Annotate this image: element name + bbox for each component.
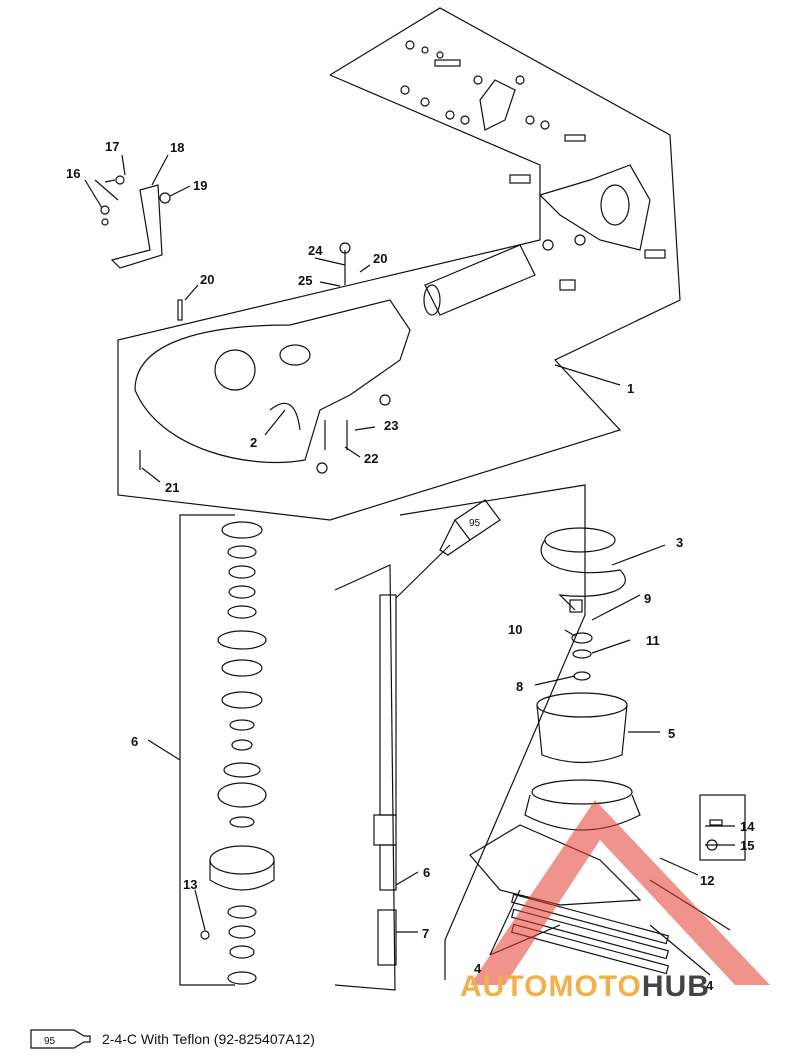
callout-25: 25 <box>298 273 312 288</box>
callout-4-left: 4 <box>474 961 482 976</box>
callout-12: 12 <box>700 873 714 888</box>
callout-23: 23 <box>384 418 398 433</box>
bearing-stack <box>200 521 275 985</box>
callout-15: 15 <box>740 838 754 853</box>
bearing-stack-outline <box>179 514 235 986</box>
driveshaft-outline <box>334 564 396 991</box>
impeller-hardware <box>571 632 593 681</box>
callout-6-stack: 6 <box>131 734 138 749</box>
callout-3: 3 <box>676 535 683 550</box>
legend: 95 2-4-C With Teflon (92-825407A12) <box>30 1026 315 1052</box>
wear-ring <box>536 692 628 764</box>
steering-arm <box>509 164 666 291</box>
callout-14: 14 <box>740 819 755 834</box>
watermark-logo: AUTOMOTOHUB <box>460 970 790 1020</box>
callout-22: 22 <box>364 451 378 466</box>
watermark-text-part1: AUTOMOTO <box>460 970 642 1003</box>
callout-24: 24 <box>308 243 323 258</box>
callout-9: 9 <box>644 591 651 606</box>
callout-11: 11 <box>646 633 660 648</box>
watermark-text-part2: HUB <box>641 970 710 1003</box>
callout-21: 21 <box>165 480 179 495</box>
legend-tube-label: 95 <box>44 1036 56 1047</box>
callout-labels: 1 2 3 4 4 5 6 6 7 8 9 10 11 12 13 14 15 … <box>66 139 755 993</box>
callout-16: 16 <box>66 166 80 181</box>
callout-2: 2 <box>250 435 257 450</box>
pump-housing <box>134 242 411 474</box>
assembly-outline-upper <box>117 7 681 521</box>
driveshaft-outline-right <box>399 484 586 980</box>
callout-5: 5 <box>668 726 675 741</box>
leader-lines <box>84 154 735 976</box>
watermark-triangle <box>470 800 770 985</box>
callout-18: 18 <box>170 140 184 155</box>
callout-17: 17 <box>105 139 119 154</box>
callout-6-shaft: 6 <box>423 865 430 880</box>
callout-1: 1 <box>627 381 634 396</box>
hardware-box <box>699 794 746 861</box>
callout-10: 10 <box>508 622 522 637</box>
callout-20-right: 20 <box>373 251 387 266</box>
callout-13: 13 <box>183 877 197 892</box>
linkage-hardware-top <box>400 40 586 142</box>
callout-8: 8 <box>516 679 523 694</box>
bracket <box>100 175 171 269</box>
grease-tube-icon <box>439 499 501 556</box>
callout-7: 7 <box>422 926 429 941</box>
driveshaft <box>373 544 451 966</box>
callout-4-right: 4 <box>706 978 714 993</box>
legend-tube-icon: 95 <box>30 1029 91 1049</box>
steering-tube <box>423 244 536 316</box>
callout-20-left: 20 <box>200 272 214 287</box>
grease-tube-label: 95 <box>469 518 481 529</box>
callout-19: 19 <box>193 178 207 193</box>
legend-text: 2-4-C With Teflon (92-825407A12) <box>102 1031 315 1047</box>
impeller <box>540 527 626 613</box>
